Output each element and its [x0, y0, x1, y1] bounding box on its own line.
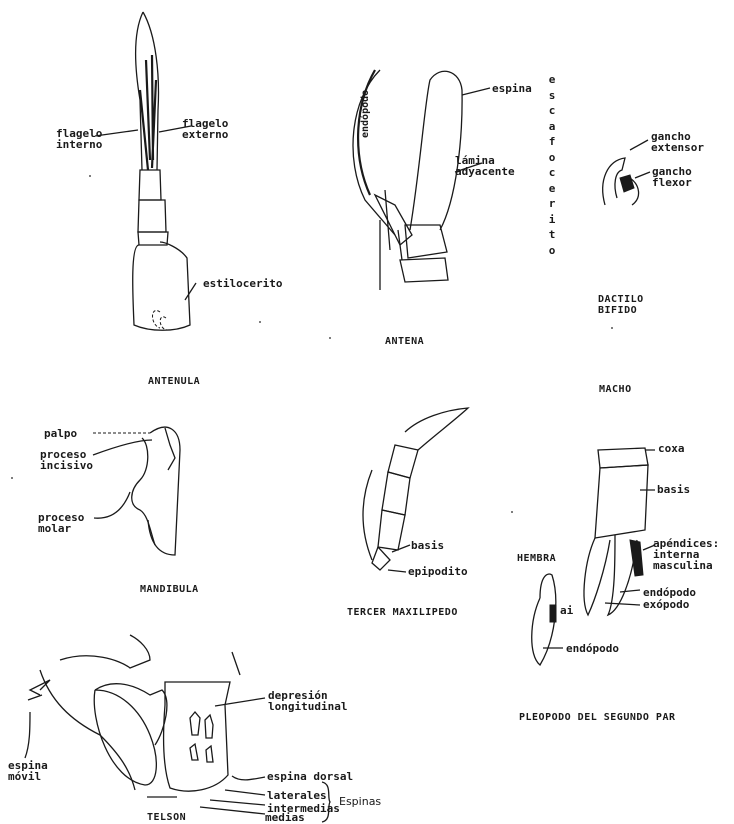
- escafocerito-letter: o: [547, 245, 557, 261]
- label-epipodito: epipodito: [408, 566, 468, 577]
- label-coxa: coxa: [658, 443, 685, 454]
- caption-mandibula: MANDIBULA: [140, 584, 199, 595]
- label-basis-maxilipedo: basis: [411, 540, 444, 551]
- escafocerito-letter: i: [547, 214, 557, 230]
- label-basis-pleopodo: basis: [657, 484, 690, 495]
- heading-hembra: HEMBRA: [517, 553, 556, 564]
- label-endopodo-macho: endópodo: [643, 587, 696, 598]
- label-estilocerito: estilocerito: [203, 278, 282, 289]
- caption-dactilo-bifido: DACTILO BIFIDO: [598, 294, 644, 316]
- label-depresion-longitudinal: depresión longitudinal: [268, 690, 347, 712]
- label-medias: medias: [265, 812, 305, 823]
- label-proceso-molar: proceso molar: [38, 512, 84, 534]
- caption-tercer-maxilipedo: TERCER MAXILIPEDO: [347, 607, 458, 618]
- escafocerito-letter: c: [547, 167, 557, 183]
- escafocerito-letter: f: [547, 136, 557, 152]
- label-gancho-extensor: gancho extensor: [651, 131, 704, 153]
- label-apendices: apéndices: interna masculina: [653, 538, 719, 571]
- escafocerito-letter: o: [547, 152, 557, 168]
- label-laterales: laterales: [267, 790, 327, 801]
- label-espina-antena: espina: [492, 83, 532, 94]
- escafocerito-letter: a: [547, 121, 557, 137]
- label-espinas: Espinas: [339, 796, 381, 807]
- escafocerito-letter: s: [547, 90, 557, 106]
- heading-macho: MACHO: [599, 384, 632, 395]
- label-flagelo-interno: flagelo interno: [56, 128, 102, 150]
- antenula-drawing: [95, 12, 196, 330]
- caption-antena: ANTENA: [385, 336, 424, 347]
- escafocerito-letter: e: [547, 183, 557, 199]
- label-exopodo: exópodo: [643, 599, 689, 610]
- mandibula-drawing: [93, 427, 180, 555]
- caption-telson: TELSON: [147, 812, 186, 823]
- escafocerito-letter: e: [547, 74, 557, 90]
- label-ai: ai: [560, 605, 573, 616]
- speckle-dots: [11, 175, 613, 513]
- label-endopodo-hembra: endópodo: [566, 643, 619, 654]
- antena-drawing: [353, 70, 490, 290]
- escafocerito-letter: t: [547, 229, 557, 245]
- label-gancho-flexor: gancho flexor: [652, 166, 692, 188]
- caption-pleopodo: PLEOPODO DEL SEGUNDO PAR: [519, 712, 676, 723]
- label-flagelo-externo: flagelo externo: [182, 118, 228, 140]
- label-endopodo-antena: endópodo: [360, 90, 371, 138]
- escafocerito-letter: c: [547, 105, 557, 121]
- dactilo-drawing: [603, 140, 650, 205]
- label-espina-movil: espina móvil: [8, 760, 48, 782]
- label-palpo: palpo: [44, 428, 77, 439]
- caption-antenula: ANTENULA: [148, 376, 200, 387]
- label-proceso-incisivo: proceso incisivo: [40, 449, 93, 471]
- label-espina-dorsal: espina dorsal: [267, 771, 353, 782]
- escafocerito-letter: r: [547, 198, 557, 214]
- label-lamina-adyacente: lámina adyacente: [455, 155, 515, 177]
